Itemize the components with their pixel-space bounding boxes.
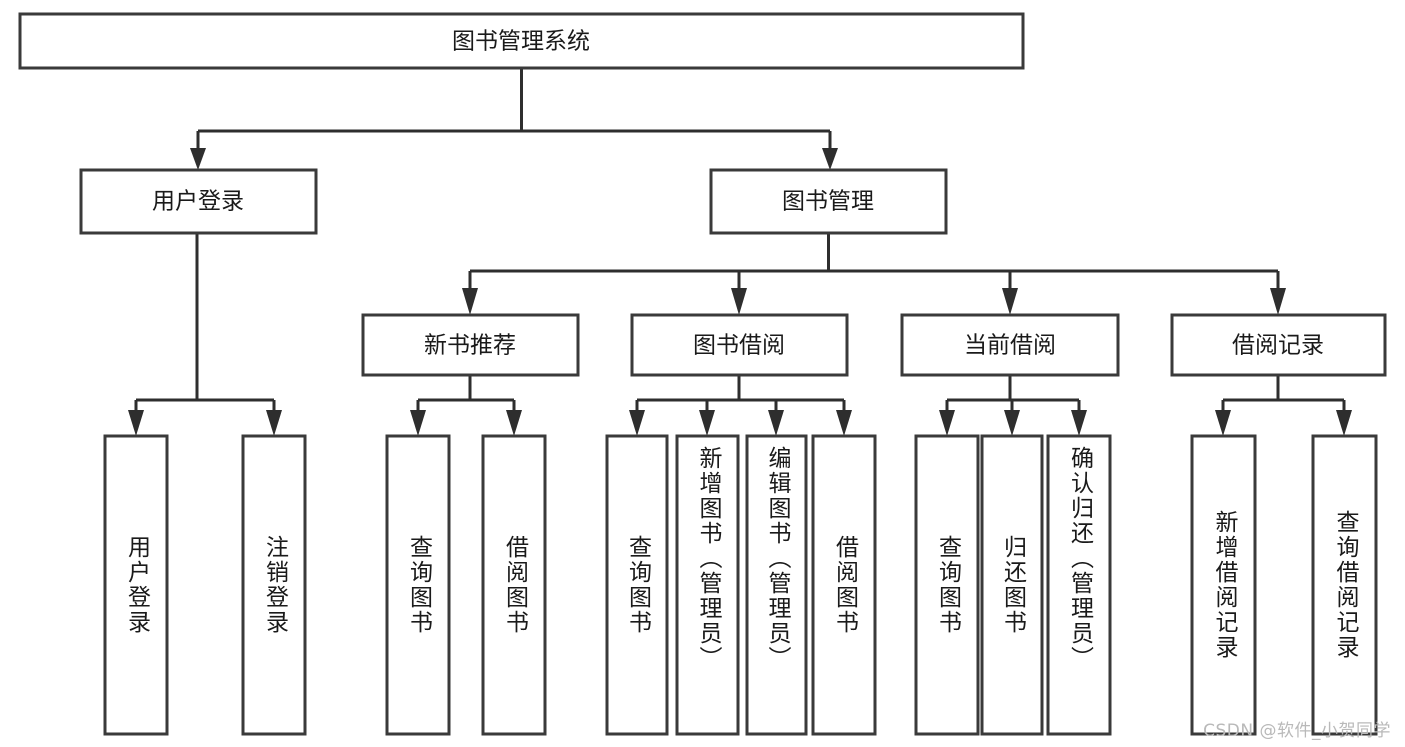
node-leaf-user-login[interactable]	[103, 434, 169, 736]
node-book-manage-label: 图书管理	[782, 189, 874, 215]
csdn-watermark: CSDN @软件_小贺同学	[1203, 721, 1391, 741]
arrow-head-leaf-query-record	[1336, 410, 1352, 436]
arrow-head-leaf-query-book-1	[410, 410, 426, 436]
node-leaf-return-book[interactable]	[980, 434, 1044, 736]
arrow-head-leaf-edit-book	[768, 410, 784, 436]
node-leaf-query-record[interactable]	[1311, 434, 1378, 736]
arrow-head-current-borrow	[1002, 288, 1018, 315]
arrow-head-leaf-query-book-2	[629, 410, 645, 436]
node-current-borrow-label: 当前借阅	[964, 333, 1056, 359]
arrow-head-book-borrow	[731, 288, 747, 315]
node-book-manage[interactable]	[709, 168, 948, 235]
node-borrow-record[interactable]	[1170, 313, 1387, 377]
arrow-head-leaf-add-book	[699, 410, 715, 436]
node-leaf-edit-book[interactable]	[745, 434, 808, 736]
arrow-head-book-manage	[822, 148, 838, 170]
node-user-login-label: 用户登录	[152, 189, 244, 215]
nodes-layer: 图书管理系统 用户登录 图书管理 新书推荐 图书借阅 当前借阅 借阅记录	[18, 12, 1387, 736]
arrow-head-leaf-query-book-3	[939, 410, 955, 436]
node-leaf-borrow-book-2[interactable]	[811, 434, 877, 736]
arrow-head-leaf-add-record	[1215, 410, 1231, 436]
arrow-head-new-book-rec	[462, 288, 478, 315]
arrow-head-leaf-borrow-book-2	[836, 410, 852, 436]
node-borrow-record-label: 借阅记录	[1232, 333, 1324, 359]
arrow-head-leaf-return-book	[1004, 410, 1020, 436]
node-new-book-rec[interactable]	[361, 313, 580, 377]
node-new-book-rec-label: 新书推荐	[424, 333, 516, 359]
node-root[interactable]	[18, 12, 1025, 70]
node-book-borrow[interactable]	[630, 313, 849, 377]
node-leaf-confirm-return[interactable]	[1046, 434, 1112, 736]
node-leaf-add-book[interactable]	[675, 434, 740, 736]
arrow-head-leaf-confirm-return	[1071, 410, 1087, 436]
arrow-head-user-login	[190, 148, 206, 170]
node-leaf-borrow-book-1[interactable]	[481, 434, 547, 736]
node-leaf-query-book-3[interactable]	[914, 434, 980, 736]
node-user-login[interactable]	[79, 168, 318, 235]
node-leaf-query-book-2[interactable]	[605, 434, 669, 736]
node-leaf-add-record[interactable]	[1190, 434, 1257, 736]
node-leaf-logout[interactable]	[241, 434, 307, 736]
node-book-borrow-label: 图书借阅	[693, 333, 785, 359]
node-current-borrow[interactable]	[900, 313, 1120, 377]
connectors-layer	[128, 68, 1352, 436]
arrow-head-leaf-logout	[266, 410, 282, 436]
arrow-head-borrow-record	[1270, 288, 1286, 315]
node-root-label: 图书管理系统	[452, 29, 590, 55]
arrow-head-leaf-borrow-book-1	[506, 410, 522, 436]
node-leaf-query-book-1[interactable]	[385, 434, 451, 736]
arrow-head-leaf-user-login	[128, 410, 144, 436]
